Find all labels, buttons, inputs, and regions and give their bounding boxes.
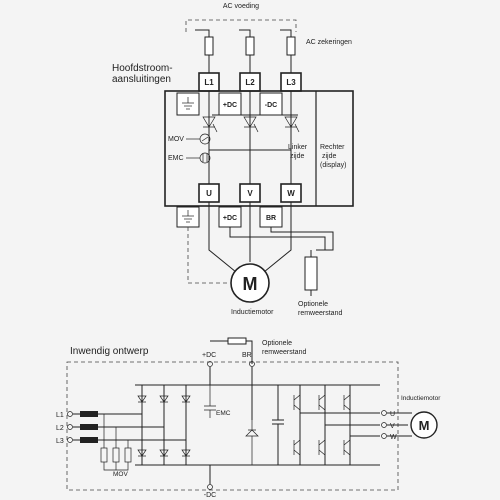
mov-label: MOV: [168, 136, 184, 143]
internal-design-diagram: Inwendig ontwerp +DC BR Optionele remwee…: [56, 337, 441, 499]
induction-motor-label-top: Inductiemotor: [231, 309, 274, 316]
dc-plus-label-int: +DC: [202, 352, 216, 359]
supply-wire-l1: [195, 29, 210, 37]
top-wiring-diagram: AC voeding AC zekeringen Hoofdstroom- aa…: [112, 3, 354, 317]
dc-plus-label-top: +DC: [223, 102, 237, 109]
motor-symbol-top: [230, 263, 270, 303]
right-side-label-3: (display): [320, 162, 346, 169]
br-label-top: BR: [266, 215, 276, 222]
right-side-label-1: Rechter: [320, 144, 345, 151]
input-l3-label: L3: [56, 438, 64, 445]
mov-label-int: MOV: [113, 471, 128, 478]
terminal-l1-label: L1: [204, 78, 214, 87]
thyristor-l2: [243, 116, 259, 133]
brake-resistor-top: [304, 256, 318, 291]
ac-fuses-label: AC zekeringen: [306, 39, 352, 46]
internal-design-border: [66, 361, 399, 491]
ground-terminal-top: [176, 92, 200, 116]
ground-icon-top: [182, 97, 194, 110]
emc-capacitor-int: [204, 385, 216, 418]
internal-design-title: Inwendig ontwerp: [70, 346, 149, 357]
supply-wire-l3: [280, 29, 292, 37]
mov-network-int: [100, 414, 132, 471]
output-v-label: V: [390, 423, 395, 430]
fuse-l2: [245, 36, 255, 56]
output-terminals-int: [381, 410, 412, 439]
ac-supply-label: AC voeding: [223, 3, 259, 10]
input-chokes: [67, 411, 186, 443]
terminal-l2-label: L2: [245, 78, 255, 87]
drive-housing: [164, 90, 354, 207]
input-l2-label: L2: [56, 425, 64, 432]
brake-resistor-int: [227, 337, 247, 345]
left-side-label-2: zijde: [290, 153, 305, 160]
emc-label-int: EMC: [216, 410, 231, 417]
input-l1-label: L1: [56, 412, 64, 419]
motor-letter-int: M: [419, 418, 430, 433]
dc-minus-label-top: -DC: [265, 102, 277, 109]
output-w-label: W: [390, 434, 397, 441]
brake-wire-dc: [229, 227, 326, 251]
left-side-label-1: Linker: [288, 144, 308, 151]
brake-resistor-label-1: Optionele: [298, 301, 328, 308]
dc-minus-node: [207, 484, 213, 490]
right-side-label-2: zijde: [322, 153, 337, 160]
brake-chopper-int: [245, 367, 259, 465]
inverter-bridge: [293, 385, 380, 465]
ground-wire-dashed: [187, 227, 228, 284]
motor-wire-w: [263, 202, 292, 273]
brake-resistor-int-label-1: Optionele: [262, 340, 292, 347]
dc-plus-label-bottom: +DC: [223, 215, 237, 222]
main-connections-label-1: Hoofdstroom-: [112, 63, 173, 74]
main-connections-label-2: aansluitingen: [112, 74, 171, 85]
terminal-v-label: V: [247, 189, 253, 198]
terminal-l3-label: L3: [286, 78, 296, 87]
ground-icon-bottom: [182, 210, 194, 223]
motor-wire-u: [208, 202, 237, 273]
emc-label: EMC: [168, 155, 184, 162]
terminal-w-label: W: [287, 189, 295, 198]
brake-wire-br: [270, 227, 334, 251]
thyristor-l1: [202, 116, 218, 133]
output-u-label: U: [390, 411, 395, 418]
br-node: [249, 361, 255, 367]
thyristor-l3: [284, 116, 300, 133]
fuse-l3: [286, 36, 296, 56]
supply-wire-l2: [239, 29, 251, 37]
mov-slash: [201, 136, 209, 142]
dc-link-capacitor-int: [272, 385, 284, 465]
rectifier-bridge: [137, 385, 191, 465]
dc-minus-label-int: -DC: [204, 492, 216, 499]
motor-symbol-int: [410, 411, 438, 439]
motor-letter-top: M: [243, 274, 258, 294]
terminal-u-label: U: [206, 189, 212, 198]
ac-supply-bracket: [185, 19, 297, 32]
dc-plus-node: [207, 361, 213, 367]
brake-resistor-int-label-2: remweerstand: [262, 349, 306, 356]
br-label-int: BR: [242, 352, 252, 359]
brake-resistor-label-2: remweerstand: [298, 310, 342, 317]
fuse-l1: [204, 36, 214, 56]
brake-resistor-wires-int: [210, 340, 253, 364]
induction-motor-label-int: Inductiemotor: [401, 395, 441, 402]
